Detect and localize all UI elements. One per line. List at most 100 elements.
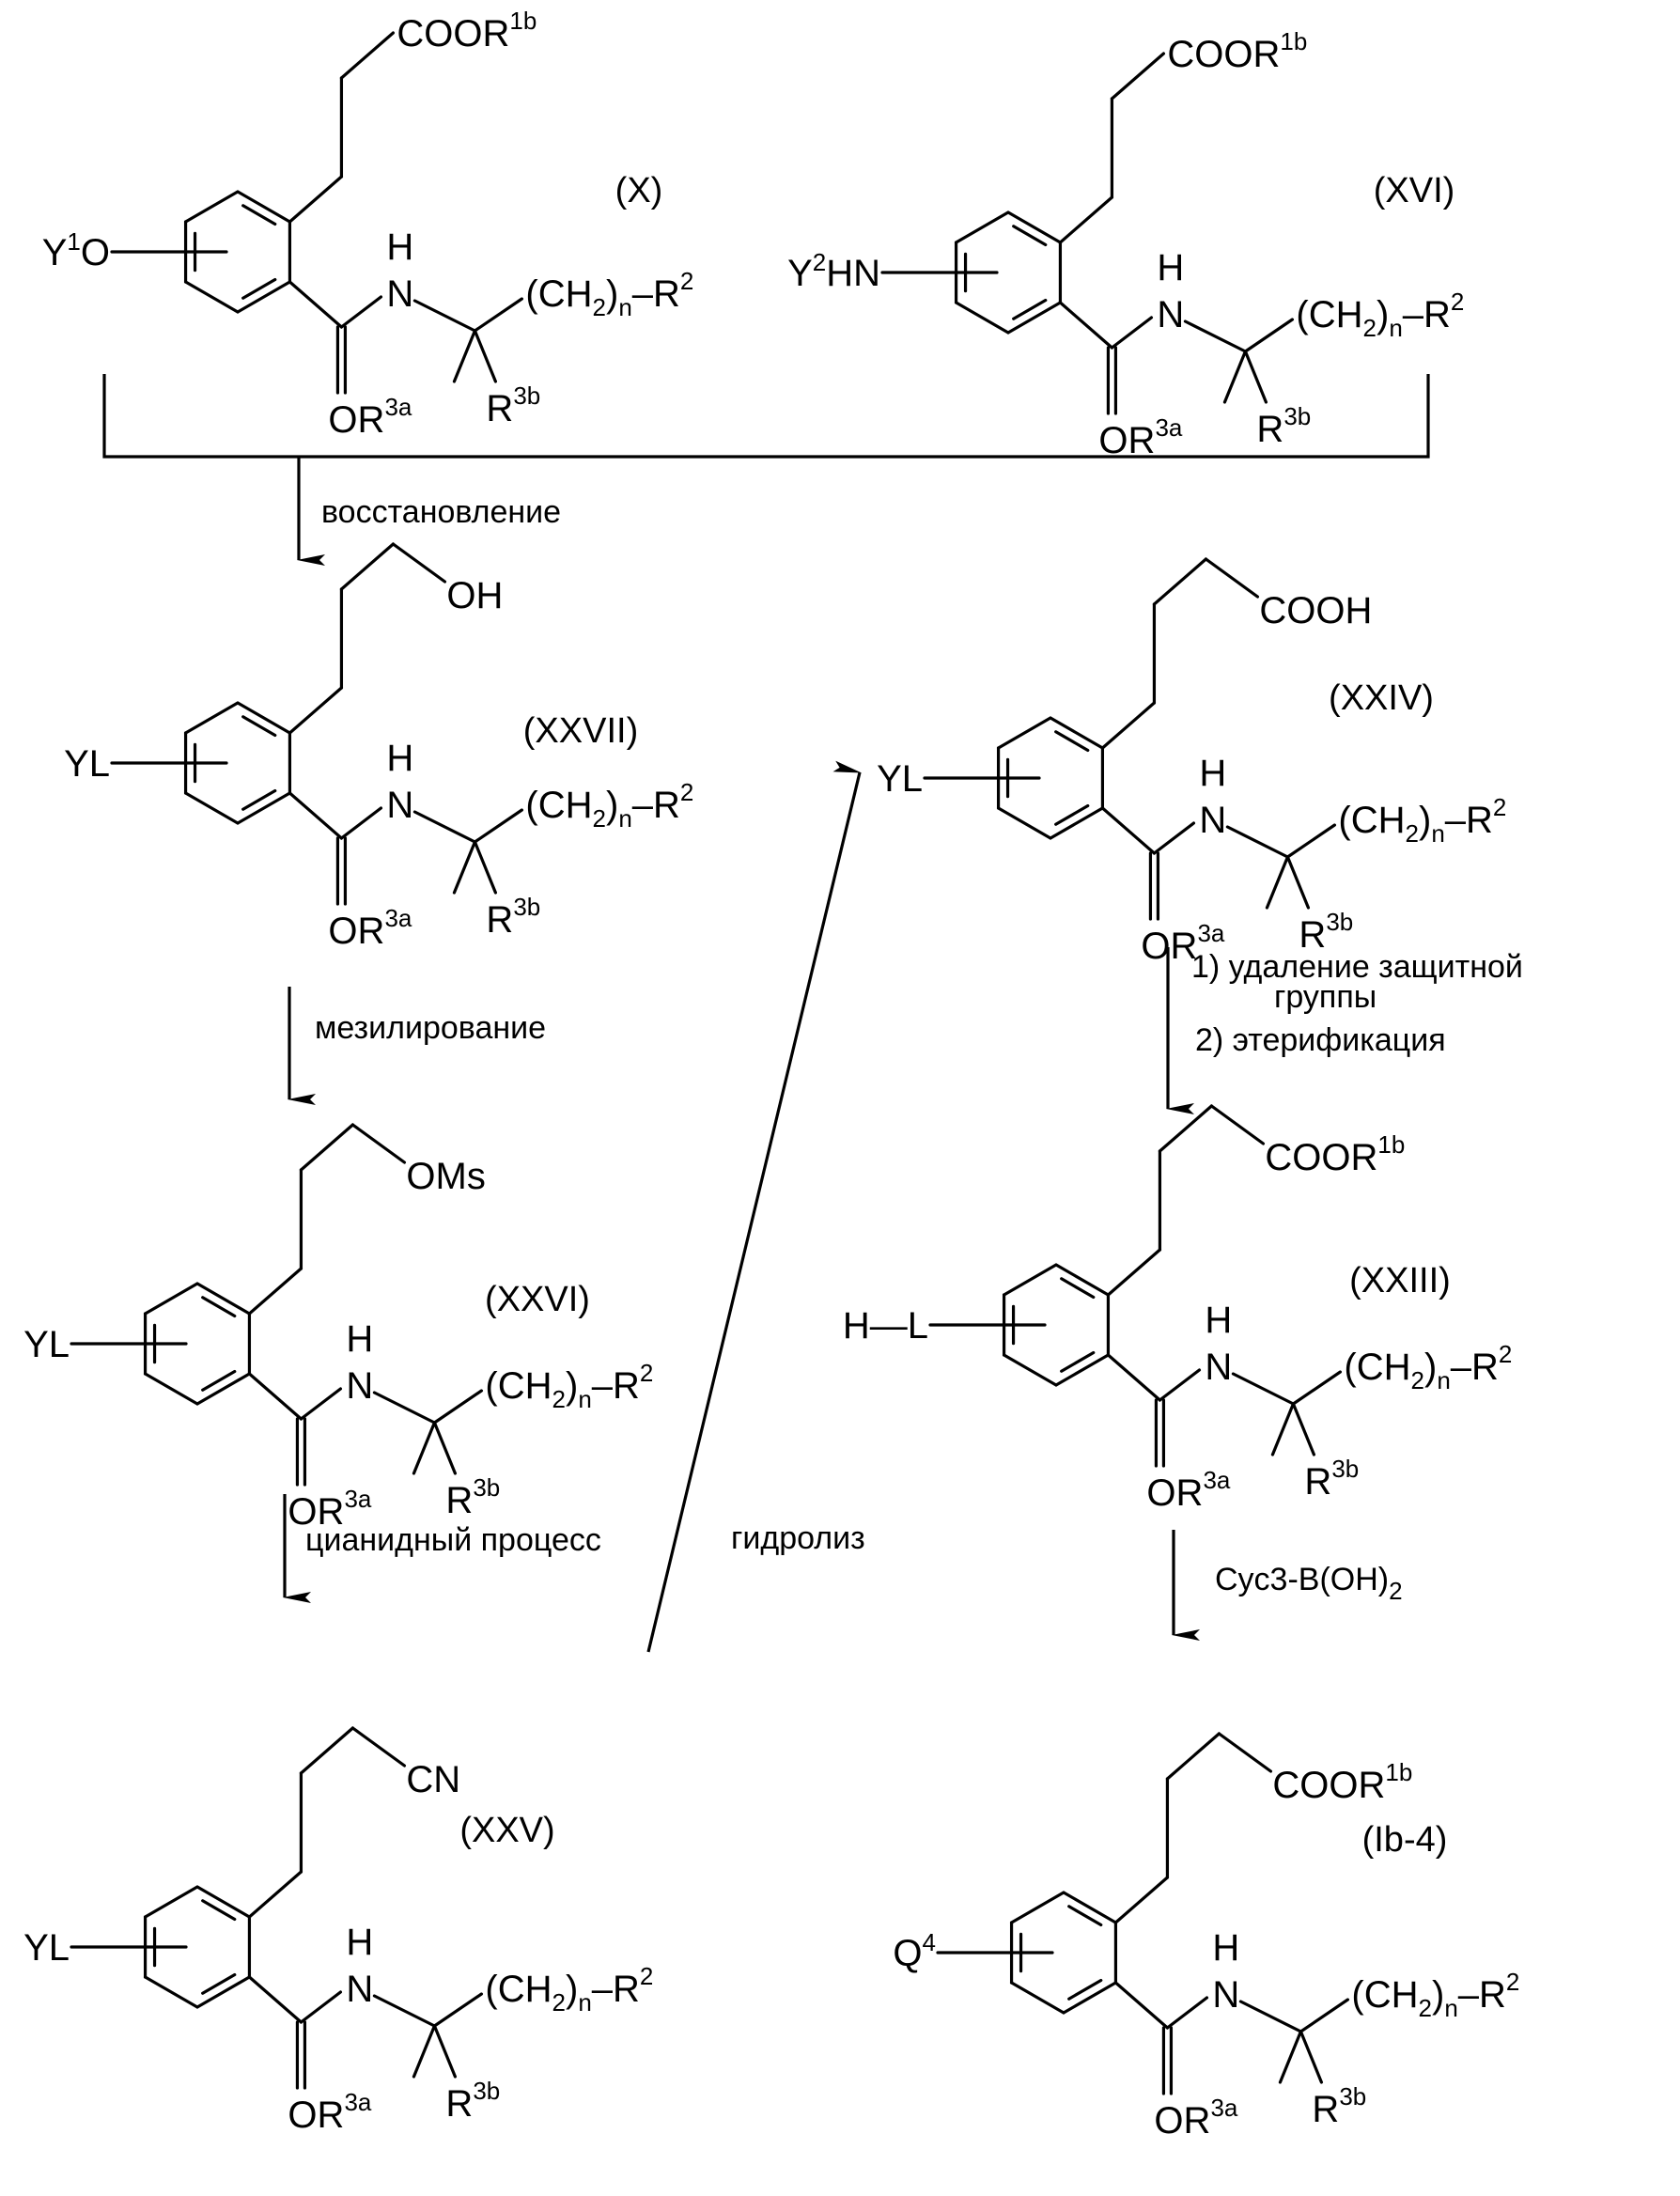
carbonyl-o: O bbox=[328, 399, 357, 441]
r3a: R bbox=[318, 2095, 345, 2136]
chain-bond bbox=[1100, 701, 1157, 750]
amide-n-label: N bbox=[1157, 294, 1184, 335]
ring-double-bond bbox=[201, 1296, 237, 1318]
amide-h: H bbox=[1205, 1300, 1232, 1341]
amide-h: H bbox=[386, 226, 413, 268]
c-r3b-bond bbox=[1299, 2030, 1324, 2084]
ch-sub: 2 bbox=[552, 1385, 566, 1413]
amide-h-label: H bbox=[1212, 1927, 1239, 1969]
carbonyl-r3a-label: OR3a bbox=[288, 1485, 371, 1533]
carbonyl-r3a-label: OR3a bbox=[288, 2088, 371, 2136]
chain-bond bbox=[1158, 1104, 1214, 1153]
c-chain-bond bbox=[1291, 1370, 1343, 1406]
r3b: R bbox=[1256, 409, 1283, 450]
ch-n: n bbox=[1444, 1994, 1457, 2022]
ring-double-bond bbox=[1060, 1277, 1096, 1300]
amide-bond bbox=[1158, 1368, 1202, 1402]
substituent-base: YL bbox=[23, 1927, 70, 1969]
ring-bond bbox=[183, 791, 240, 825]
ring-bond bbox=[143, 1282, 199, 1316]
carbonyl-o: O bbox=[288, 1491, 317, 1533]
ch-prefix: (CH bbox=[1351, 1974, 1418, 2016]
ring-double-bond bbox=[1060, 1350, 1096, 1373]
ch-n: n bbox=[578, 1988, 591, 2017]
compound-id: (XXV) bbox=[459, 1811, 554, 1850]
carbonyl-r3a-label: OR3a bbox=[1098, 413, 1182, 461]
r3b-sup: 3b bbox=[1339, 2082, 1366, 2110]
ring-bond bbox=[1002, 1263, 1058, 1297]
n-c-bond bbox=[1183, 319, 1248, 353]
compound-id: (X) bbox=[615, 171, 663, 210]
r3a-sup: 3a bbox=[1210, 2094, 1237, 2122]
ring-bond bbox=[195, 1282, 252, 1316]
r3b-sup: 3b bbox=[513, 382, 540, 410]
ch-close: ) bbox=[606, 785, 618, 826]
r2: –R bbox=[1451, 1347, 1499, 1388]
substituent-tail: HN bbox=[826, 253, 880, 294]
alkyl-chain-label: (CH2)n–R2 bbox=[485, 1359, 653, 1413]
substituent-label: Y2HN bbox=[787, 248, 880, 294]
substituent-sup: 2 bbox=[813, 248, 826, 276]
r3a: R bbox=[1176, 1472, 1204, 1514]
ring-bond bbox=[236, 701, 292, 735]
amide-n: N bbox=[386, 785, 413, 826]
ch-sub: 2 bbox=[1419, 1994, 1432, 2022]
amide-bond bbox=[1165, 1996, 1209, 2030]
ring-bond bbox=[996, 716, 1052, 750]
benzene-ring bbox=[143, 1885, 252, 2009]
alkyl-chain-label: (CH2)n–R2 bbox=[1296, 288, 1464, 342]
chain-end-label: OH bbox=[446, 575, 503, 616]
amide-h: H bbox=[1199, 753, 1226, 794]
amide-h: H bbox=[346, 1922, 373, 1963]
ch-sub: 2 bbox=[593, 804, 606, 833]
carbonyl-r3a-label: OR3a bbox=[1146, 1466, 1230, 1514]
ch-sub: 2 bbox=[1406, 819, 1419, 848]
ch-prefix: (CH bbox=[1296, 294, 1362, 335]
c-chain-bond bbox=[432, 1992, 484, 2028]
r3b-sup: 3b bbox=[473, 2077, 500, 2105]
r2-sup: 2 bbox=[1451, 288, 1464, 316]
ring-bond bbox=[236, 190, 292, 224]
r3b-sup: 3b bbox=[1326, 908, 1353, 936]
r3b-label: R3b bbox=[1312, 2082, 1366, 2130]
r3a-sup: 3a bbox=[1155, 413, 1182, 442]
c-r3a-bond bbox=[1265, 855, 1290, 910]
c-r3b-bond bbox=[432, 1421, 458, 1475]
c-r3a-bond bbox=[1222, 350, 1248, 404]
r3b: R bbox=[486, 388, 513, 429]
substituent-sup: 4 bbox=[923, 1928, 936, 1956]
chain-end-sup: 1b bbox=[1280, 27, 1307, 55]
carbonyl-o: O bbox=[1141, 926, 1170, 967]
carbonyl-r3a-label: OR3a bbox=[1154, 2094, 1237, 2141]
amide-h-label: H bbox=[1205, 1300, 1232, 1341]
substituent-base: YL bbox=[877, 758, 923, 800]
r3a-sup: 3a bbox=[384, 393, 412, 421]
r3b-sup: 3b bbox=[1331, 1455, 1359, 1483]
c-r3b-bond bbox=[432, 2024, 458, 2079]
ring-bond bbox=[954, 210, 1010, 244]
ch-n: n bbox=[618, 293, 631, 321]
r2: –R bbox=[632, 785, 680, 826]
r3b: R bbox=[1304, 1461, 1331, 1503]
ring-bond bbox=[1062, 1891, 1118, 1924]
chain-end-label: COOR1b bbox=[1167, 27, 1307, 75]
n-c-bond bbox=[372, 1994, 437, 2028]
ring-double-bond bbox=[201, 1369, 237, 1392]
amide-h: H bbox=[346, 1318, 373, 1360]
amide-bond bbox=[247, 1372, 303, 1421]
chain-end-sup: 1b bbox=[1385, 1758, 1412, 1786]
substituent-label: YL bbox=[23, 1324, 70, 1365]
chain-end-label: COOR1b bbox=[1265, 1130, 1405, 1178]
n-c-bond bbox=[1231, 1372, 1296, 1406]
ch-sub: 2 bbox=[552, 1988, 566, 2017]
amide-bond bbox=[299, 1387, 343, 1421]
ring-double-bond bbox=[1067, 1905, 1103, 1927]
amide-bond bbox=[1110, 316, 1154, 350]
chain-end-label: COOH bbox=[1259, 590, 1372, 631]
n-c-bond bbox=[412, 810, 477, 844]
step-label-deprotection-2: группы bbox=[1274, 979, 1377, 1015]
r2: –R bbox=[592, 1969, 640, 2010]
ch-close: ) bbox=[1424, 1347, 1437, 1388]
chain-bond bbox=[299, 1123, 355, 1172]
